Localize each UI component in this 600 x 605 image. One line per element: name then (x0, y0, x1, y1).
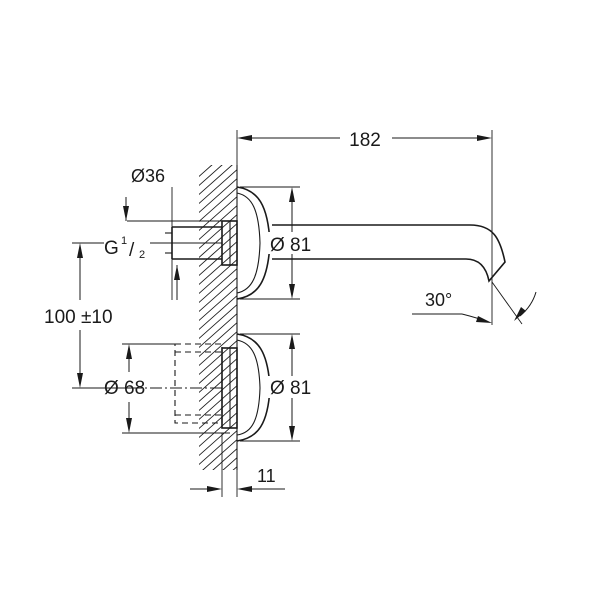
hatch-line (199, 430, 237, 466)
hatch-line (199, 178, 237, 214)
dimension-spout-angle: 30° (412, 281, 537, 325)
spout-length-label: 182 (349, 130, 381, 151)
hatch-line (199, 358, 237, 394)
hatch-line (199, 331, 237, 367)
hatch-line (199, 322, 237, 358)
dimension-182: 182 (236, 126, 493, 325)
hatch-line (195, 482, 240, 522)
hatch-line (195, 500, 240, 540)
hatch-line (199, 412, 237, 448)
hatch-line (199, 169, 237, 205)
dimension-body-diameter: Ø 68 (104, 343, 230, 434)
hatch-line (199, 403, 237, 439)
body-diameter-label: Ø 68 (104, 378, 145, 399)
wall-hatching (195, 165, 240, 540)
hatch-line (199, 196, 237, 232)
hatch-line (199, 223, 237, 259)
hatch-line (222, 457, 237, 470)
hatch-line (199, 340, 237, 376)
hatch-line (199, 165, 213, 178)
thread-slash: / (129, 240, 135, 261)
bottom-rosette-diameter-label: Ø 81 (270, 378, 311, 399)
hatch-line (199, 214, 237, 250)
thread-g-label: G (104, 238, 119, 259)
hatch-line (212, 448, 237, 470)
thread-numerator: 1 (121, 235, 127, 247)
hatch-line (199, 376, 237, 412)
hatch-line (199, 367, 237, 403)
hatch-line (199, 295, 237, 331)
thread-label: G 1 / 2 (104, 235, 172, 261)
hatch-line (199, 165, 233, 196)
dimension-bottom-rosette: Ø 81 (240, 333, 318, 442)
centre-distance-label: 100 ±10 (44, 307, 113, 328)
dimension-wall-offset: 11 (190, 433, 285, 497)
inlet-diameter-label: Ø36 (131, 166, 165, 186)
hatch-line (199, 277, 237, 313)
dimension-centre-distance: 100 ±10 (44, 242, 130, 389)
concealed-body (130, 343, 223, 424)
hatch-line (199, 421, 237, 457)
hatch-line (199, 385, 237, 421)
hatch-line (199, 304, 237, 340)
hatch-line (199, 205, 237, 241)
hatch-line (199, 232, 237, 268)
hatch-line (199, 165, 223, 187)
hatch-line (199, 394, 237, 430)
hatch-line (199, 250, 237, 286)
hatch-line (199, 349, 237, 385)
spout-angle-label: 30° (425, 290, 452, 310)
hatch-line (199, 268, 237, 304)
thread-denominator: 2 (139, 249, 145, 261)
hatch-line (232, 466, 237, 470)
hatch-line (202, 439, 237, 470)
dimension-inlet-diameter: Ø36 (123, 166, 222, 300)
hatch-line (199, 259, 237, 295)
hatch-line (195, 491, 240, 531)
hatch-line (199, 313, 237, 349)
top-rosette-diameter-label: Ø 81 (270, 235, 311, 256)
wall-offset-label: 11 (257, 466, 276, 486)
dimension-top-rosette: Ø 81 (240, 186, 318, 300)
bottom-rosette (221, 333, 271, 442)
hatch-line (199, 187, 237, 223)
hatch-line (195, 473, 240, 513)
hatch-line (199, 286, 237, 322)
